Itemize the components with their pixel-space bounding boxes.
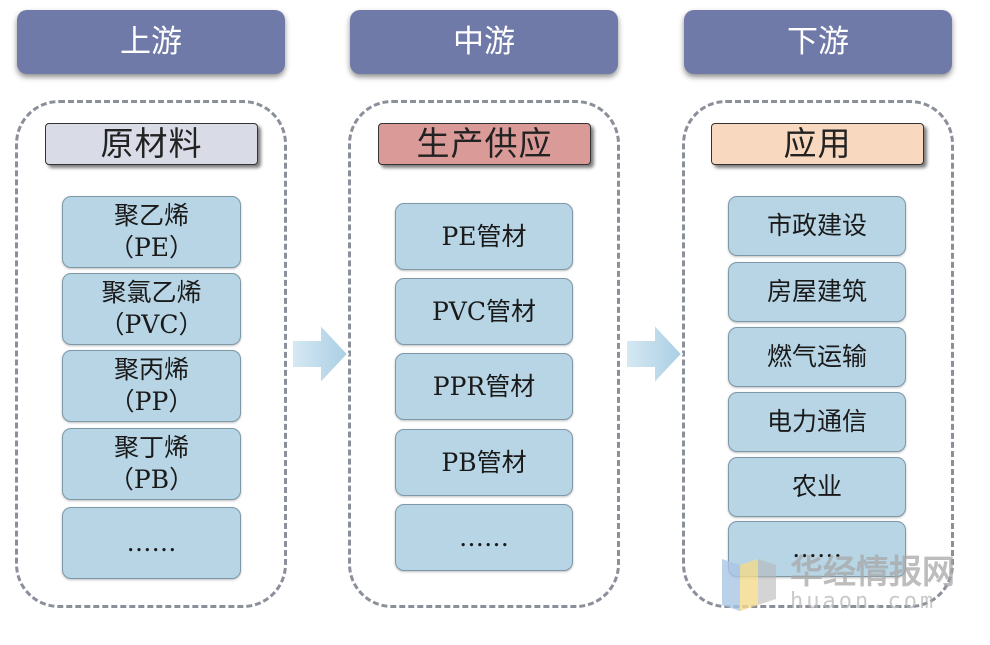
stage-header-downstream: 下游 [684,10,952,74]
downstream-column [682,100,954,608]
item-sublabel: （PB） [108,465,195,494]
upstream-item-pe: 聚乙烯 （PE） [62,196,241,268]
item-label: PB管材 [441,447,527,477]
stage-header-midstream: 中游 [350,10,618,74]
upstream-item-pp: 聚丙烯 （PP） [62,350,241,422]
huaon-logo-icon [722,559,776,611]
midstream-item-pe-pipe: PE管材 [395,203,573,270]
item-label: 市政建设 [766,211,867,240]
item-label: 聚丁烯 [113,433,189,462]
downstream-item-gas-transport: 燃气运输 [728,327,906,387]
item-label: PVC管材 [431,296,536,326]
item-label: …… [792,534,842,563]
item-sublabel: （PE） [108,233,195,262]
category-tag-production-supply: 生产供应 [378,123,591,165]
item-label: 聚乙烯 [113,201,189,230]
item-label: PE管材 [441,221,527,251]
item-label: 聚丙烯 [113,355,189,384]
watermark: 华经情报网 huaon.com [718,545,963,620]
midstream-item-more: …… [395,504,573,571]
watermark-cn-text: 华经情报网 [790,552,955,591]
midstream-item-pb-pipe: PB管材 [395,429,573,496]
upstream-column [15,100,287,608]
midstream-column [348,100,620,608]
upstream-item-pb: 聚丁烯 （PB） [62,428,241,500]
downstream-item-agriculture: 农业 [728,457,906,517]
item-sublabel: （PVC） [99,310,204,339]
flow-arrow-icon [625,321,684,387]
item-label: 电力通信 [766,407,867,436]
midstream-item-pvc-pipe: PVC管材 [395,278,573,345]
category-tag-raw-materials: 原材料 [45,123,258,165]
category-tag-applications: 应用 [711,123,924,165]
item-label: 聚氯乙烯 [101,278,202,307]
stage-header-upstream: 上游 [17,10,285,74]
item-label: 农业 [791,472,842,501]
downstream-item-housing: 房屋建筑 [728,262,906,322]
item-sublabel: （PP） [109,387,194,416]
item-label: 房屋建筑 [766,277,867,306]
upstream-item-pvc: 聚氯乙烯 （PVC） [62,273,241,345]
item-label: PPR管材 [432,371,536,401]
downstream-item-municipal: 市政建设 [728,196,906,256]
item-label: …… [459,522,509,552]
item-label: …… [126,528,177,557]
upstream-item-more: …… [62,507,241,579]
downstream-item-power-telecom: 电力通信 [728,392,906,452]
watermark-en-text: huaon.com [790,589,937,614]
item-label: 燃气运输 [766,342,867,371]
flow-arrow-icon [291,321,350,387]
downstream-item-more: …… [728,521,906,577]
midstream-item-ppr-pipe: PPR管材 [395,353,573,420]
